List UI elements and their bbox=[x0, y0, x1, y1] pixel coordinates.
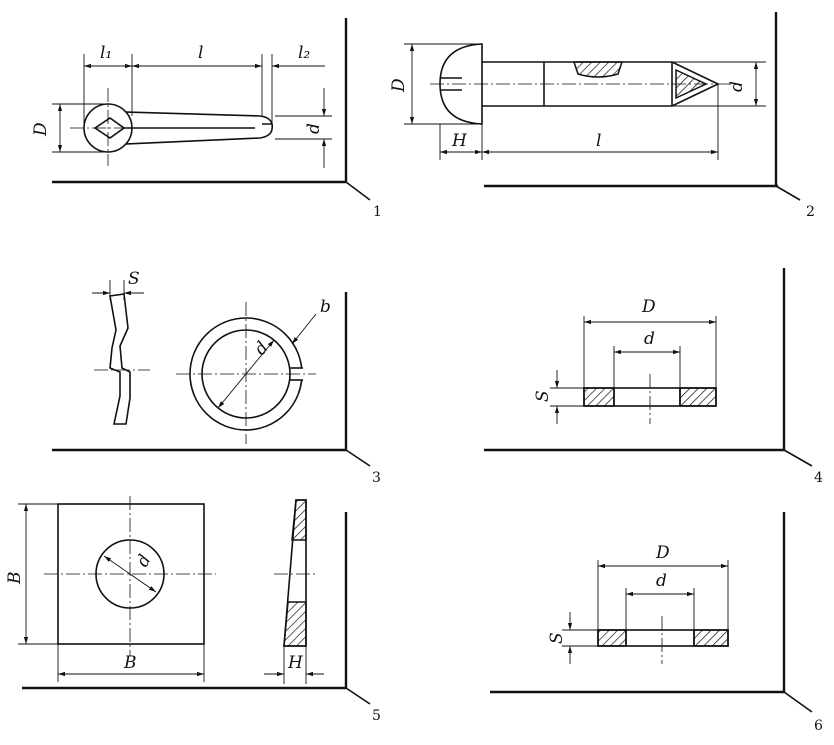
fig5-label-B-side: B bbox=[5, 572, 25, 586]
fig6-label-D: D bbox=[655, 543, 670, 563]
figure-number-6: 6 bbox=[814, 718, 823, 734]
figure-number-3: 3 bbox=[372, 470, 381, 486]
fig5-label-d: d bbox=[133, 551, 156, 570]
fig2-label-H: H bbox=[451, 131, 468, 151]
fig6-label-d: d bbox=[656, 571, 667, 591]
fig1-shank-top bbox=[125, 111, 274, 125]
fig2-label-d: d bbox=[727, 81, 747, 92]
fig3-label-d: d bbox=[251, 338, 273, 359]
figure-2-bolt: 2 D d H l bbox=[389, 12, 815, 220]
fig5-label-H: H bbox=[287, 653, 304, 673]
fig3-label-S: S bbox=[128, 269, 140, 289]
figure-3-spring-washer: 3 S d b bbox=[52, 269, 381, 486]
figure-4-flat-washer: 4 D d S bbox=[484, 268, 823, 486]
figure-number-5: 5 bbox=[372, 708, 381, 724]
fig1-label-d: d bbox=[304, 123, 324, 134]
fig3-label-b: b bbox=[320, 297, 331, 317]
fig1-label-l1: l₁ bbox=[100, 43, 112, 63]
fig3-side-view bbox=[109, 293, 131, 425]
fig4-label-S: S bbox=[533, 390, 553, 402]
fig5-label-B-bottom: B bbox=[123, 653, 137, 673]
fig1-shank-bottom bbox=[125, 123, 274, 145]
fig2-label-l: l bbox=[596, 131, 601, 151]
fig4-label-D: D bbox=[641, 297, 656, 317]
fig1-label-l2: l₂ bbox=[298, 43, 310, 63]
fig6-section bbox=[597, 629, 729, 647]
figure-6-flat-washer: 6 D d S bbox=[490, 512, 823, 734]
figure-1-cotter-pin: 1 l₁ l l₂ D d bbox=[31, 18, 382, 220]
fig1-leader bbox=[345, 181, 371, 201]
fig1-label-l: l bbox=[198, 43, 203, 63]
figure-number-2: 2 bbox=[806, 204, 815, 220]
fig2-thread-section bbox=[572, 61, 624, 78]
figure-5-square-washer: 5 B B d H bbox=[5, 496, 381, 724]
fig6-label-S: S bbox=[547, 632, 567, 644]
figure-number-4: 4 bbox=[814, 470, 823, 486]
fig2-label-D: D bbox=[389, 78, 409, 93]
fig1-label-D: D bbox=[31, 122, 51, 137]
figure-number-1: 1 bbox=[373, 204, 382, 220]
fig4-label-d: d bbox=[644, 329, 655, 349]
